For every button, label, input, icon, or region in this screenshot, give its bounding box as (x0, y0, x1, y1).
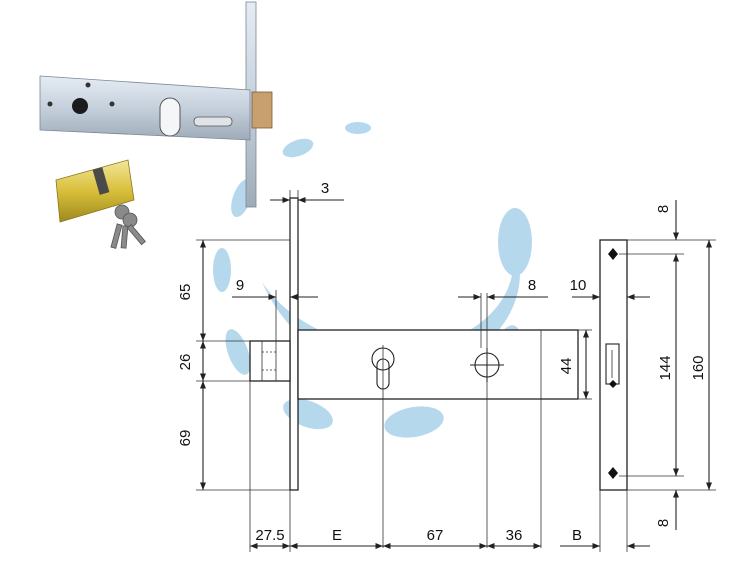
dim-strike-width: B (572, 527, 582, 544)
dim-strike-top-margin: 8 (655, 205, 672, 213)
dim-rear-distance: 36 (506, 527, 523, 544)
dim-backset: E (332, 527, 342, 544)
cylinder-photo (55, 159, 135, 223)
dim-bolt-projection: 27.5 (255, 527, 284, 544)
dim-strike-inner: 144 (657, 355, 674, 380)
dim-strike-offset: 10 (570, 277, 587, 294)
lock-body-photo (39, 1, 273, 208)
dim-strike-bottom-margin: 8 (655, 519, 672, 527)
dim-top-height: 65 (177, 284, 194, 301)
dim-center-distance: 67 (427, 527, 444, 544)
lock-front-view (249, 197, 579, 548)
dim-bolt-height: 26 (177, 354, 194, 371)
cylinder-keyhole (371, 345, 395, 548)
dim-bolt-offset: 9 (236, 277, 244, 294)
strike-plate (599, 239, 628, 491)
dim-strike-outer: 160 (690, 355, 707, 380)
dim-bottom-height: 69 (177, 430, 194, 447)
dim-faceplate-thickness: 3 (321, 180, 329, 197)
dimension-lines (196, 190, 716, 552)
spindle-hole (470, 293, 504, 548)
keys-photo (110, 204, 146, 249)
dim-spindle-offset: 8 (528, 277, 536, 294)
dim-case-height: 44 (558, 358, 575, 375)
